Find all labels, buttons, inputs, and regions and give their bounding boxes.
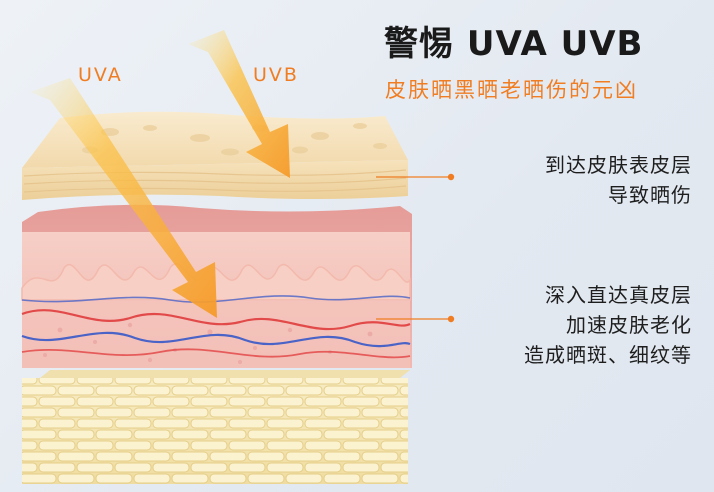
uva-label: UVA [78, 64, 123, 86]
vessel-red-2 [21, 348, 411, 359]
uvb-arrow [188, 30, 290, 178]
epidermis-annotation: 到达皮肤表皮层 导致晒伤 [545, 150, 692, 210]
fat-layer [22, 370, 410, 484]
dermis-annotation-line: 造成晒斑、细纹等 [524, 343, 692, 367]
vessel-blue-2 [21, 295, 411, 303]
dermis-annotation-line: 加速皮肤老化 [566, 313, 692, 337]
epidermis-annotation-line: 导致晒伤 [608, 183, 692, 207]
uvb-label: UVB [253, 64, 299, 86]
vessel-blue [21, 331, 411, 348]
uva-arrow [30, 78, 217, 318]
page-subtitle: 皮肤晒黑晒老晒伤的元凶 [385, 78, 638, 102]
papillae-band [21, 263, 411, 301]
dermis-leader [376, 315, 455, 323]
dermis-annotation: 深入直达真皮层 加速皮肤老化 造成晒斑、细纹等 [524, 280, 692, 370]
epidermis-leader [376, 173, 455, 181]
dermis-annotation-line: 深入直达真皮层 [545, 283, 692, 307]
vessel-red [21, 309, 411, 331]
page-title: 警惕 UVA UVB [384, 24, 644, 64]
epidermis-annotation-line: 到达皮肤表皮层 [545, 153, 692, 177]
dermis-layer [21, 204, 412, 368]
